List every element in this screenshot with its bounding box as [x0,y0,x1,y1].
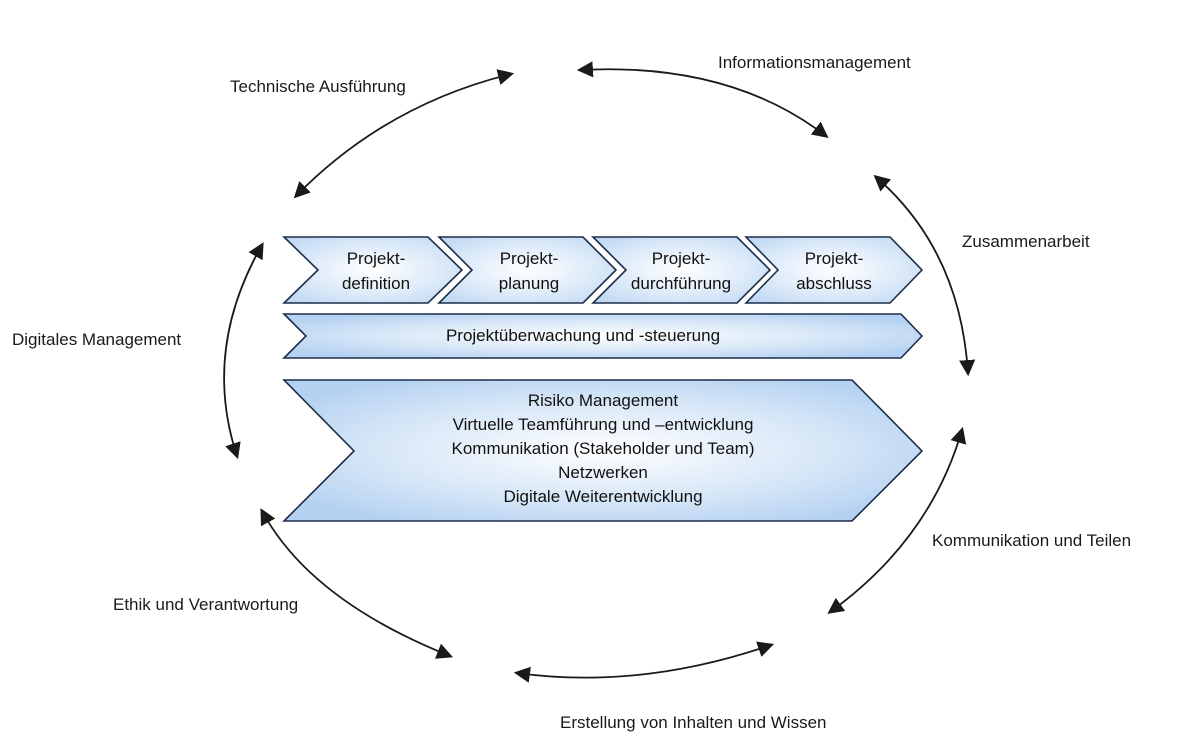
monitoring-label: Projektüberwachung und -steuerung [446,326,720,345]
phase-projektdurchfuehrung: Projekt- durchführung [591,236,772,304]
arc-zusammenarbeit [873,174,976,377]
label-zusammenarbeit: Zusammenarbeit [962,232,1090,251]
competency-kommunikation: Kommunikation (Stakeholder und Team) [451,439,754,458]
competency-virtuelle-teamfuehrung: Virtuelle Teamführung und –entwicklung [453,415,754,434]
arc-kommunikation-und-teilen [827,426,967,614]
label-technische-ausfuehrung: Technische Ausführung [230,77,406,96]
competency-digitale-weiterentwicklung: Digitale Weiterentwicklung [503,487,702,506]
phase-line2: definition [342,274,410,293]
phase-line2: planung [499,274,560,293]
competencies-band: Risiko Management Virtuelle Teamführung … [282,379,924,522]
label-ethik-und-verantwortung: Ethik und Verantwortung [113,595,298,614]
arc-ethik-und-verantwortung [260,508,454,659]
arc-erstellung-von-inhalten [513,641,775,683]
ring-labels: Technische Ausführung Informationsmanage… [12,53,1131,732]
label-digitales-management: Digitales Management [12,330,181,349]
phase-line1: Projekt- [500,249,559,268]
arc-digitales-management [223,242,264,460]
phase-projektabschluss: Projekt- abschluss [744,236,924,304]
label-erstellung-von-inhalten: Erstellung von Inhalten und Wissen [560,713,827,732]
arc-technische-ausfuehrung [293,69,515,199]
phase-line1: Projekt- [652,249,711,268]
phase-projektplanung: Projekt- planung [437,236,618,304]
phase-line1: Projekt- [347,249,406,268]
label-kommunikation-und-teilen: Kommunikation und Teilen [932,531,1131,550]
phase-chevrons: Projekt- definition Projekt- planung Pro… [282,236,924,304]
competency-netzwerken: Netzwerken [558,463,648,482]
phase-projektdefinition: Projekt- definition [282,236,464,304]
monitoring-band: Projektüberwachung und -steuerung [282,313,924,359]
phase-line2: abschluss [796,274,872,293]
competency-risiko-management: Risiko Management [528,391,679,410]
label-informationsmanagement: Informationsmanagement [718,53,911,72]
phase-line2: durchführung [631,274,731,293]
ring-arrows [223,61,976,683]
arc-informationsmanagement [576,61,829,138]
phase-line1: Projekt- [805,249,864,268]
